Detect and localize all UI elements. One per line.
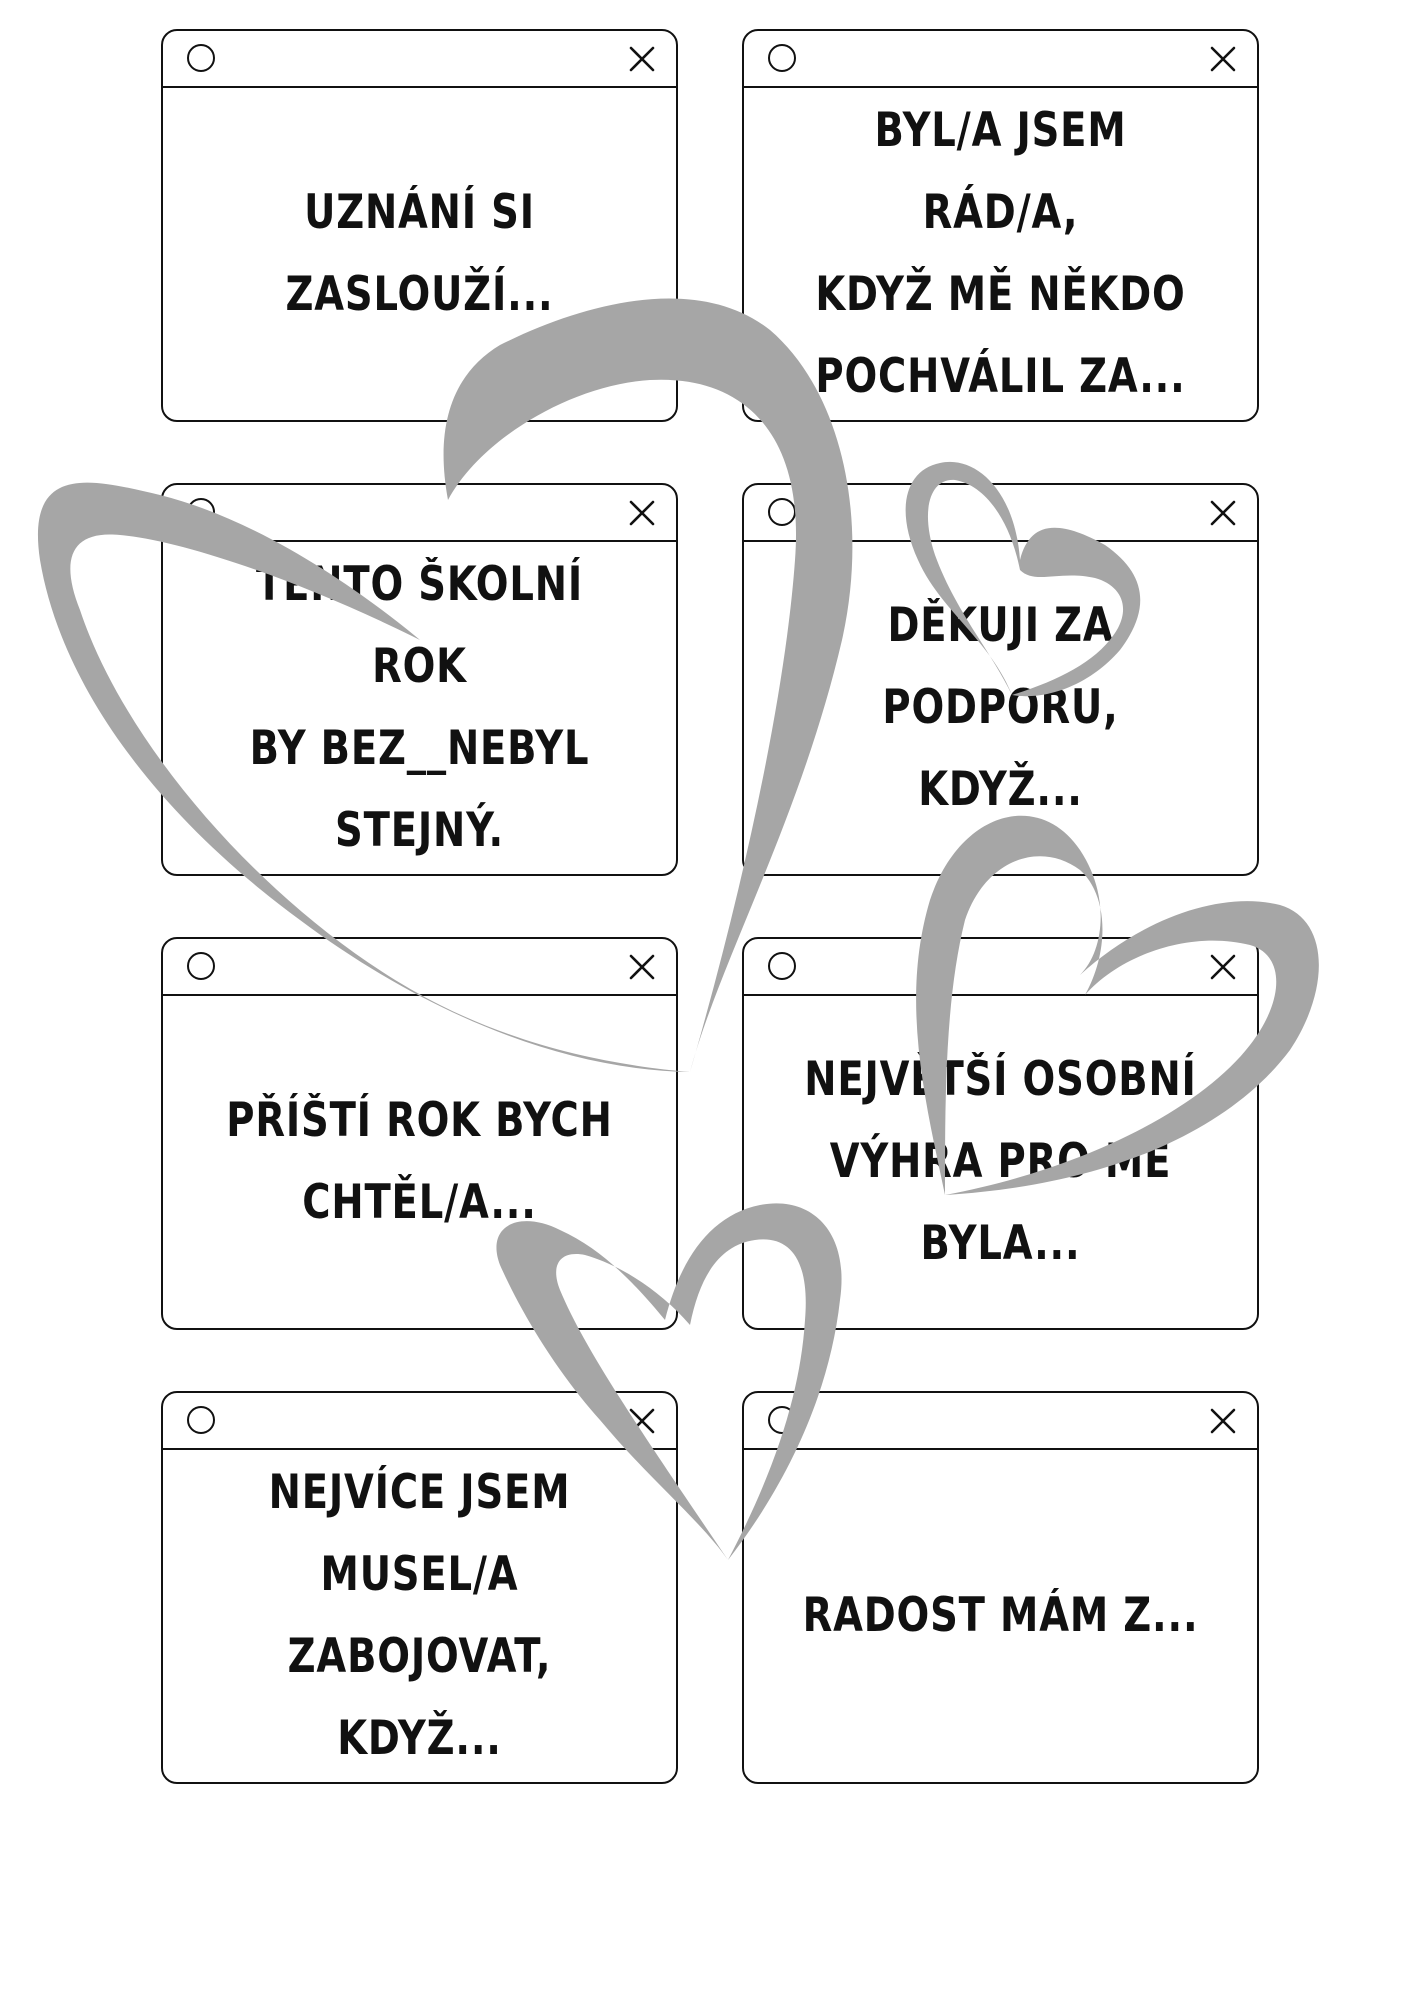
card-prompt-text: NEJVĚTŠÍ OSOBNÍ VÝHRA PRO MĚ BYLA... [804, 1051, 1197, 1272]
close-icon[interactable] [626, 497, 658, 529]
card-titlebar [163, 1393, 676, 1450]
circle-icon[interactable] [187, 952, 215, 980]
card-prompt-text: TENTO ŠKOLNÍ ROK BY BEZ__NEBYL STEJNÝ. [249, 556, 590, 859]
card-titlebar [163, 485, 676, 542]
close-icon[interactable] [1207, 497, 1239, 529]
circle-icon[interactable] [187, 1406, 215, 1434]
circle-icon[interactable] [187, 44, 215, 72]
card-prompt-text: BYL/A JSEM RÁD/A, KDYŽ MĚ NĚKDO POCHVÁLI… [815, 102, 1186, 405]
card-prompt-text: RADOST MÁM Z... [802, 1587, 1199, 1643]
prompt-card-2: BYL/A JSEM RÁD/A, KDYŽ MĚ NĚKDO POCHVÁLI… [742, 29, 1259, 422]
prompt-card-8: RADOST MÁM Z... [742, 1391, 1259, 1784]
prompt-card-4: DĚKUJI ZA PODPORU, KDYŽ... [742, 483, 1259, 876]
prompt-card-7: NEJVÍCE JSEM MUSEL/A ZABOJOVAT, KDYŽ... [161, 1391, 678, 1784]
circle-icon[interactable] [187, 498, 215, 526]
close-icon[interactable] [1207, 1405, 1239, 1437]
circle-icon[interactable] [768, 952, 796, 980]
prompt-card-5: PŘÍŠTÍ ROK BYCH CHTĚL/A... [161, 937, 678, 1330]
circle-icon[interactable] [768, 44, 796, 72]
card-titlebar [744, 485, 1257, 542]
circle-icon[interactable] [768, 1406, 796, 1434]
close-icon[interactable] [626, 43, 658, 75]
card-prompt-text: DĚKUJI ZA PODPORU, KDYŽ... [882, 597, 1119, 818]
circle-icon[interactable] [768, 498, 796, 526]
prompt-card-1: UZNÁNÍ SI ZASLOUŽÍ... [161, 29, 678, 422]
prompt-card-6: NEJVĚTŠÍ OSOBNÍ VÝHRA PRO MĚ BYLA... [742, 937, 1259, 1330]
card-titlebar [744, 31, 1257, 88]
close-icon[interactable] [626, 951, 658, 983]
card-prompt-text: PŘÍŠTÍ ROK BYCH CHTĚL/A... [226, 1092, 613, 1230]
card-prompt-text: NEJVÍCE JSEM MUSEL/A ZABOJOVAT, KDYŽ... [268, 1464, 571, 1767]
card-titlebar [744, 1393, 1257, 1450]
close-icon[interactable] [1207, 951, 1239, 983]
card-prompt-text: UZNÁNÍ SI ZASLOUŽÍ... [285, 184, 554, 322]
close-icon[interactable] [626, 1405, 658, 1437]
prompt-card-3: TENTO ŠKOLNÍ ROK BY BEZ__NEBYL STEJNÝ. [161, 483, 678, 876]
card-titlebar [163, 939, 676, 996]
close-icon[interactable] [1207, 43, 1239, 75]
card-titlebar [744, 939, 1257, 996]
card-titlebar [163, 31, 676, 88]
